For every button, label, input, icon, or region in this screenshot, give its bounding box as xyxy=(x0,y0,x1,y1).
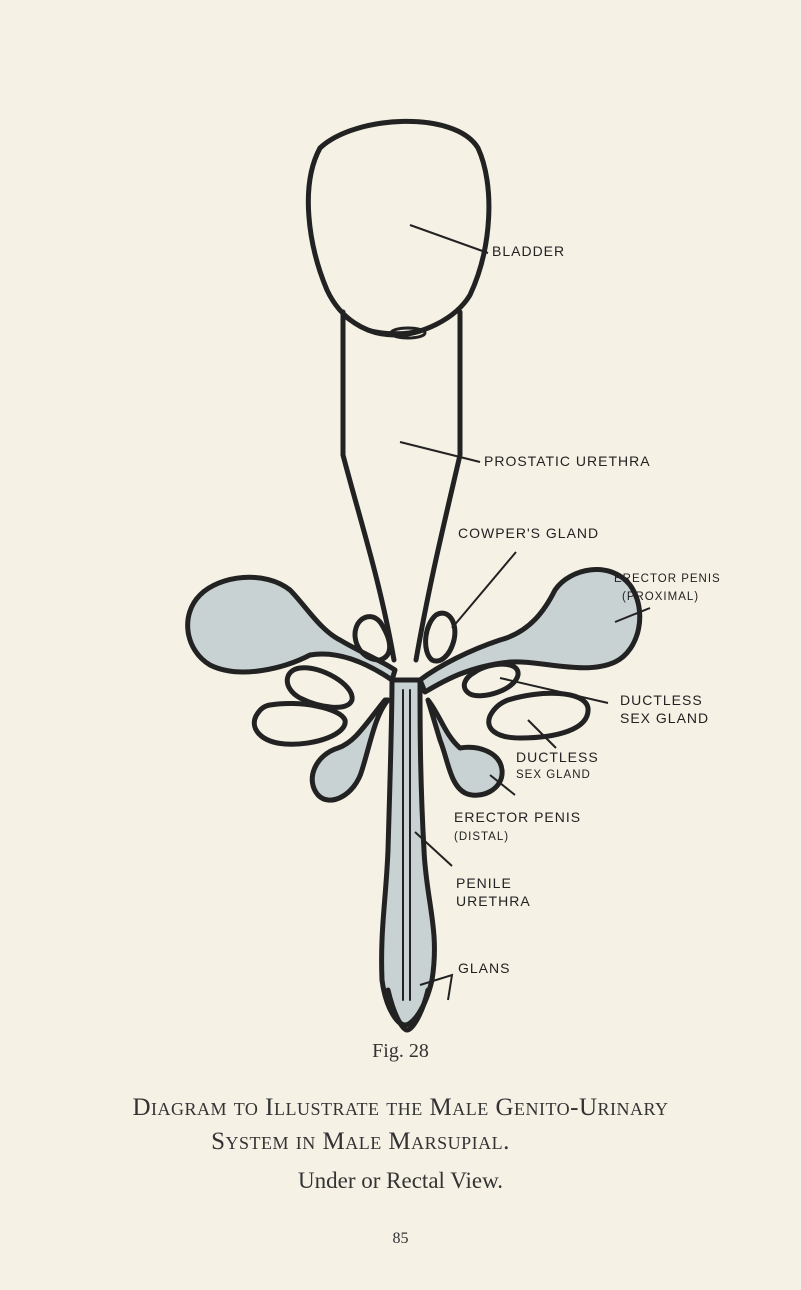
erector-penis-proximal-left xyxy=(185,574,398,683)
penis-shaft xyxy=(379,677,437,1028)
ductless-gland-left-lower xyxy=(251,700,348,747)
cowpers-gland-right xyxy=(423,610,458,664)
label-erector-distal-1: ERECTOR PENIS xyxy=(454,809,581,825)
label-bladder: BLADDER xyxy=(492,243,565,259)
leader-penile-urethra xyxy=(414,831,453,867)
leader-erector-proximal xyxy=(614,607,651,623)
page-number: 85 xyxy=(392,1230,409,1247)
glans-tip xyxy=(385,987,431,1033)
prostatic-urethra-outline xyxy=(340,309,397,663)
bladder-outlet xyxy=(389,326,427,340)
label-glans: GLANS xyxy=(458,960,510,976)
prostatic-urethra-outline-right xyxy=(413,309,463,663)
label-cowpers-gland: COWPER'S GLAND xyxy=(458,525,599,541)
figure-title-line-1: Diagram to Illustrate the Male Genito-Ur… xyxy=(132,1094,669,1121)
leader-cowpers xyxy=(451,551,517,629)
label-ductless-center-1: DUCTLESS xyxy=(516,749,599,765)
label-ductless-right-1: DUCTLESS xyxy=(620,692,703,708)
cowpers-gland-left xyxy=(352,614,393,663)
ductless-gland-right-upper xyxy=(461,661,521,699)
erector-penis-distal-right xyxy=(425,697,505,798)
leader-erector-distal xyxy=(489,774,516,796)
figure-title-line-2: System in Male Marsupial. xyxy=(211,1128,510,1155)
leader-bladder xyxy=(409,224,489,254)
bladder-outline xyxy=(305,118,492,338)
label-ductless-center-2: SEX GLAND xyxy=(516,769,591,781)
erector-penis-proximal-right xyxy=(417,567,643,695)
bladder-neck-inner xyxy=(344,314,451,334)
label-erector-proximal-1: ERECTOR PENIS xyxy=(614,573,721,585)
leader-glans xyxy=(419,973,454,1001)
ductless-gland-left-upper xyxy=(284,665,355,710)
label-prostatic-urethra: PROSTATIC URETHRA xyxy=(484,453,651,469)
erector-penis-distal-left xyxy=(309,697,391,803)
label-penile-urethra-1: PENILE xyxy=(456,875,512,891)
label-erector-distal-2: (DISTAL) xyxy=(454,831,509,843)
label-ductless-right-2: SEX GLAND xyxy=(620,710,709,726)
leader-ductless-right xyxy=(499,677,609,704)
figure-subtitle: Under or Rectal View. xyxy=(298,1168,503,1193)
figure-number: Fig. 28 xyxy=(372,1040,429,1062)
leader-ductless-center xyxy=(527,719,557,749)
leader-prostatic xyxy=(399,441,481,463)
label-erector-proximal-2: (PROXIMAL) xyxy=(622,591,699,603)
label-penile-urethra-2: URETHRA xyxy=(456,893,531,909)
genito-urinary-diagram: BLADDER PROSTATIC URETHRA COWPER'S GLAND… xyxy=(185,118,721,1033)
